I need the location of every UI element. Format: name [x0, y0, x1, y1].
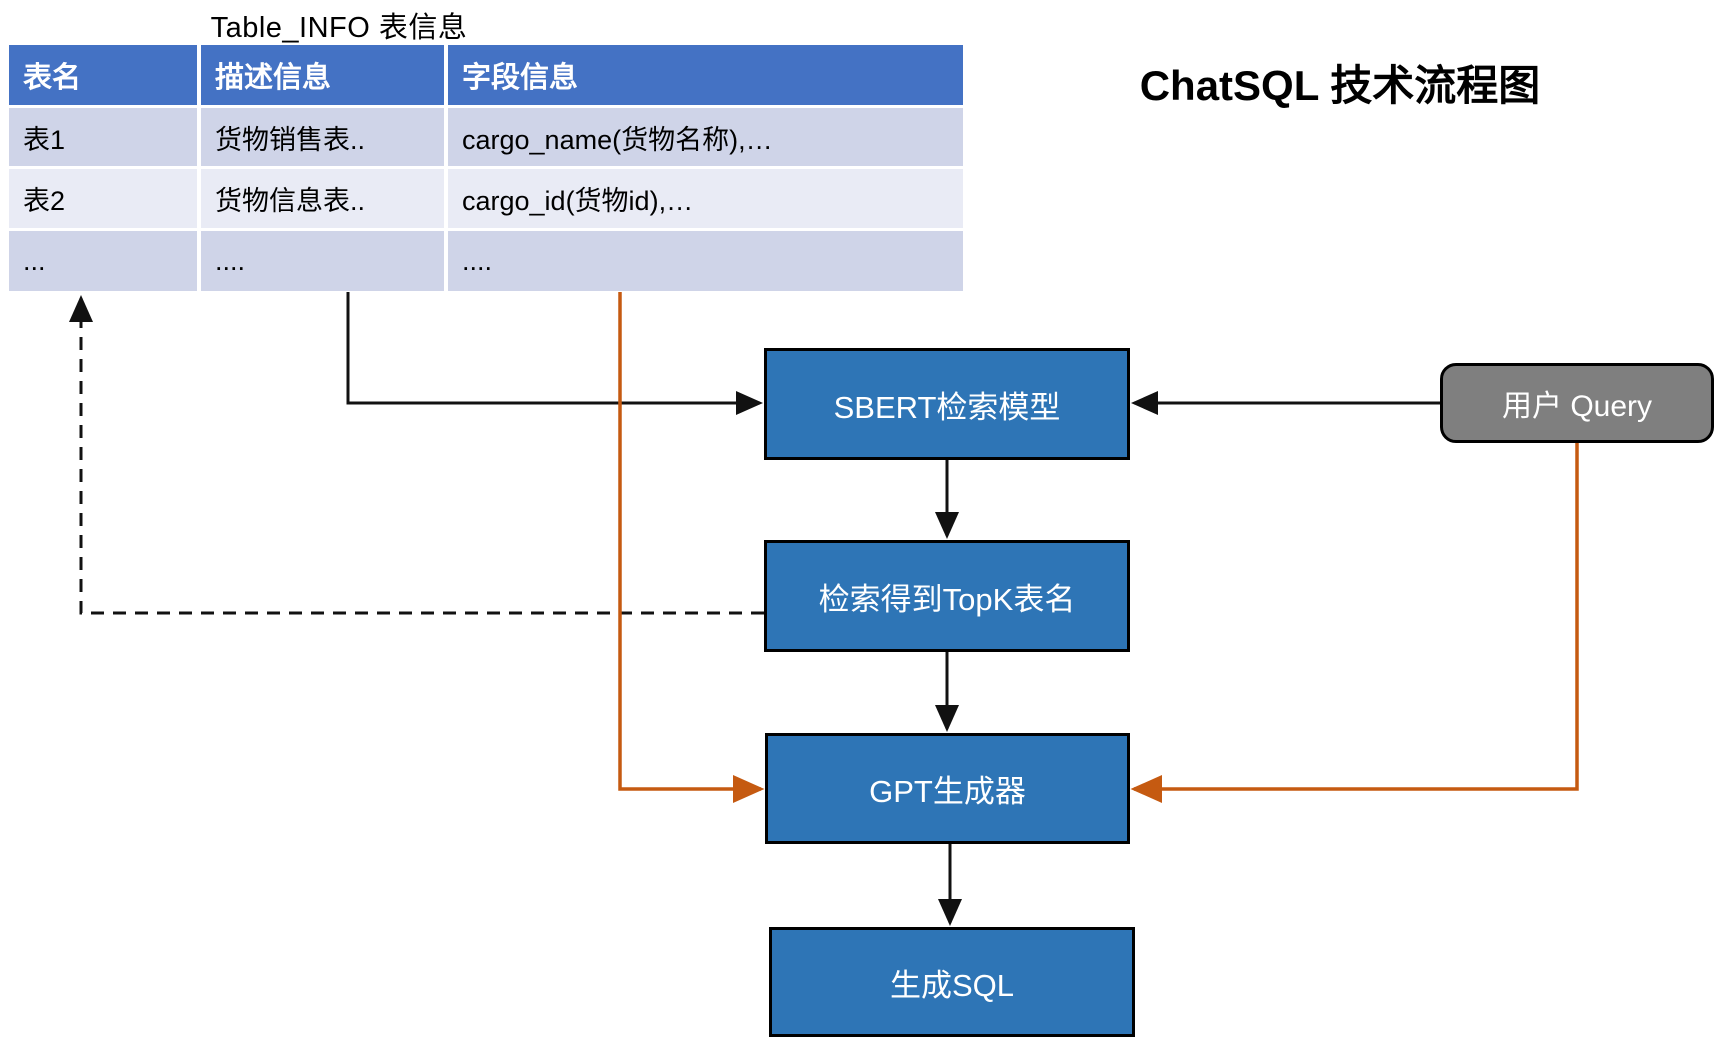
node-topk-table-names: 检索得到TopK表名 [764, 540, 1130, 652]
node-sbert-retrieval-model: SBERT检索模型 [764, 348, 1130, 460]
page-title: ChatSQL 技术流程图 [1139, 62, 1541, 109]
table-header-cell: 描述信息 [201, 45, 444, 105]
table-header-cell: 表名 [9, 45, 197, 105]
node-label: 检索得到TopK表名 [818, 581, 1076, 617]
node-user-query: 用户 Query [1440, 363, 1714, 443]
table-cell: cargo_id(货物id),… [448, 169, 963, 228]
node-label: GPT生成器 [869, 774, 1026, 809]
table-cell: .... [201, 231, 444, 291]
table-cell: 表1 [9, 108, 197, 166]
table-cell: .... [448, 231, 963, 291]
table-title: Table_INFO 表信息 [210, 12, 468, 44]
table-header-cell: 字段信息 [448, 45, 963, 105]
table-info: 表名 描述信息 字段信息 表1 货物销售表.. cargo_name(货物名称)… [9, 45, 963, 291]
node-generate-sql: 生成SQL [769, 927, 1135, 1037]
orange-arrow-fields-to-gpt [618, 292, 765, 803]
orange-arrow-query-to-gpt [1130, 443, 1579, 803]
table-cell: 货物信息表.. [201, 169, 444, 228]
node-gpt-generator: GPT生成器 [765, 733, 1130, 844]
table-cell: cargo_name(货物名称),… [448, 108, 963, 166]
dashed-arrow-topk-to-table [69, 295, 764, 615]
node-label: SBERT检索模型 [833, 389, 1061, 425]
table-cell: 表2 [9, 169, 197, 228]
table-cell: 货物销售表.. [201, 108, 444, 166]
table-cell: ... [9, 231, 197, 291]
arrow-table-to-sbert [346, 292, 763, 415]
node-label: 生成SQL [889, 967, 1015, 1003]
node-label: 用户 Query [1501, 390, 1653, 423]
